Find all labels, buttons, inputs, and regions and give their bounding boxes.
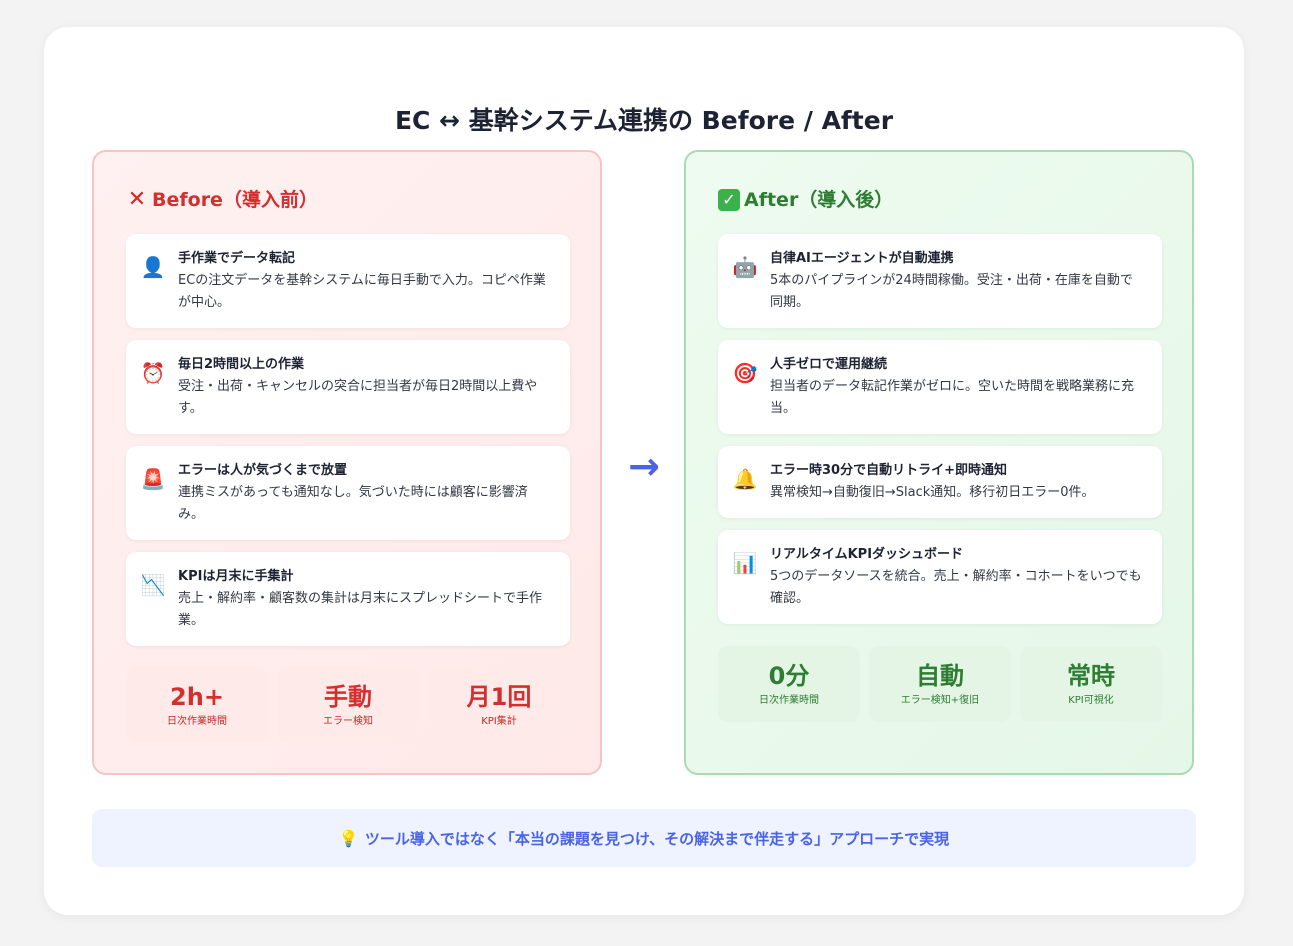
before-stat-error-detection: 手動 エラー検知 xyxy=(277,667,419,743)
siren-icon: 🚨 xyxy=(140,467,166,491)
item-title: 毎日2時間以上の作業 xyxy=(178,357,305,372)
item-title: 手作業でデータ転記 xyxy=(178,251,296,266)
after-stat-daily-time: 0分 日次作業時間 xyxy=(718,646,860,722)
stat-label: KPI可視化 xyxy=(1068,695,1114,706)
after-stat-kpi: 常時 KPI可視化 xyxy=(1020,646,1162,722)
stat-value: 0分 xyxy=(768,662,810,690)
stat-label: 日次作業時間 xyxy=(167,716,227,727)
item-desc: 連携ミスがあっても通知なし。気づいた時には顧客に影響済み。 xyxy=(178,485,528,522)
before-items: 👤 手作業でデータ転記 ECの注文データを基幹システムに毎日手動で入力。コピペ作… xyxy=(126,234,570,658)
before-item-daily-work: ⏰ 毎日2時間以上の作業 受注・出荷・キャンセルの突合に担当者が毎日2時間以上費… xyxy=(126,340,570,434)
item-title: リアルタイムKPIダッシュボード xyxy=(770,547,964,562)
after-panel: ✓ After（導入後） 🤖 自律AIエージェントが自動連携 5本のパイプライン… xyxy=(684,150,1194,775)
bell-icon: 🔔 xyxy=(732,467,758,491)
target-icon: 🎯 xyxy=(732,361,758,385)
stat-label: KPI集計 xyxy=(481,716,517,727)
after-item-zero-manual: 🎯 人手ゼロで運用継続 担当者のデータ転記作業がゼロに。空いた時間を戦略業務に充… xyxy=(718,340,1162,434)
item-desc: 担当者のデータ転記作業がゼロに。空いた時間を戦略業務に充当。 xyxy=(770,379,1135,416)
item-title: エラーは人が気づくまで放置 xyxy=(178,463,348,478)
chart-down-icon: 📉 xyxy=(140,573,166,597)
item-desc: 5本のパイプラインが24時間稼働。受注・出荷・在庫を自動で同期。 xyxy=(770,273,1133,310)
item-title: 人手ゼロで運用継続 xyxy=(770,357,888,372)
light-bulb-icon: 💡 xyxy=(338,828,359,848)
stat-value: 月1回 xyxy=(466,683,532,711)
item-title: 自律AIエージェントが自動連携 xyxy=(770,251,954,266)
after-item-dashboard: 📊 リアルタイムKPIダッシュボード 5つのデータソースを統合。売上・解約率・コ… xyxy=(718,530,1162,624)
item-desc: 異常検知→自動復旧→Slack通知。移行初日エラー0件。 xyxy=(770,485,1095,500)
stat-label: 日次作業時間 xyxy=(759,695,819,706)
stat-label: エラー検知 xyxy=(323,716,373,727)
before-panel: ✕ Before（導入前） 👤 手作業でデータ転記 ECの注文データを基幹システ… xyxy=(92,150,602,775)
after-heading: ✓ After（導入後） xyxy=(718,186,893,214)
item-desc: 5つのデータソースを統合。売上・解約率・コホートをいつでも確認。 xyxy=(770,569,1142,606)
robot-icon: 🤖 xyxy=(732,255,758,279)
before-stats: 2h+ 日次作業時間 手動 エラー検知 月1回 KPI集計 xyxy=(126,667,570,743)
cross-mark-icon: ✕ xyxy=(127,187,147,212)
before-item-errors: 🚨 エラーは人が気づくまで放置 連携ミスがあっても通知なし。気づいた時には顧客に… xyxy=(126,446,570,540)
before-heading-text: Before（導入前） xyxy=(152,189,318,211)
before-item-kpi: 📉 KPIは月末に手集計 売上・解約率・顧客数の集計は月末にスプレッドシートで手… xyxy=(126,552,570,646)
after-heading-text: After（導入後） xyxy=(744,189,894,211)
after-item-ai-agent: 🤖 自律AIエージェントが自動連携 5本のパイプラインが24時間稼働。受注・出荷… xyxy=(718,234,1162,328)
before-heading: ✕ Before（導入前） xyxy=(126,186,318,214)
after-items: 🤖 自律AIエージェントが自動連携 5本のパイプラインが24時間稼働。受注・出荷… xyxy=(718,234,1162,636)
summary-banner: 💡 ツール導入ではなく「本当の課題を見つけ、その解決まで伴走する」アプローチで実… xyxy=(92,809,1196,867)
person-icon: 👤 xyxy=(140,255,166,279)
item-desc: 売上・解約率・顧客数の集計は月末にスプレッドシートで手作業。 xyxy=(178,591,543,628)
page-title: EC ↔ 基幹システム連携の Before / After xyxy=(394,106,894,135)
banner-text: ツール導入ではなく「本当の課題を見つけ、その解決まで伴走する」アプローチで実現 xyxy=(364,829,950,848)
alarm-clock-icon: ⏰ xyxy=(140,361,166,385)
before-stat-kpi: 月1回 KPI集計 xyxy=(428,667,570,743)
stat-value: 手動 xyxy=(324,683,372,711)
right-arrow-icon: → xyxy=(628,444,660,488)
after-stat-error-detection: 自動 エラー検知+復旧 xyxy=(869,646,1011,722)
after-item-auto-retry: 🔔 エラー時30分で自動リトライ+即時通知 異常検知→自動復旧→Slack通知。… xyxy=(718,446,1162,518)
item-desc: ECの注文データを基幹システムに毎日手動で入力。コピペ作業が中心。 xyxy=(178,273,546,310)
item-desc: 受注・出荷・キャンセルの突合に担当者が毎日2時間以上費やす。 xyxy=(178,379,538,416)
stat-value: 2h+ xyxy=(170,683,224,711)
stat-label: エラー検知+復旧 xyxy=(900,695,980,706)
before-stat-daily-time: 2h+ 日次作業時間 xyxy=(126,667,268,743)
item-title: エラー時30分で自動リトライ+即時通知 xyxy=(770,463,1007,478)
before-item-manual-entry: 👤 手作業でデータ転記 ECの注文データを基幹システムに毎日手動で入力。コピペ作… xyxy=(126,234,570,328)
stat-value: 自動 xyxy=(916,662,964,690)
bar-chart-icon: 📊 xyxy=(732,551,758,575)
check-mark-icon: ✓ xyxy=(718,189,740,211)
item-title: KPIは月末に手集計 xyxy=(178,569,294,584)
stat-value: 常時 xyxy=(1067,662,1115,690)
after-stats: 0分 日次作業時間 自動 エラー検知+復旧 常時 KPI可視化 xyxy=(718,646,1162,722)
